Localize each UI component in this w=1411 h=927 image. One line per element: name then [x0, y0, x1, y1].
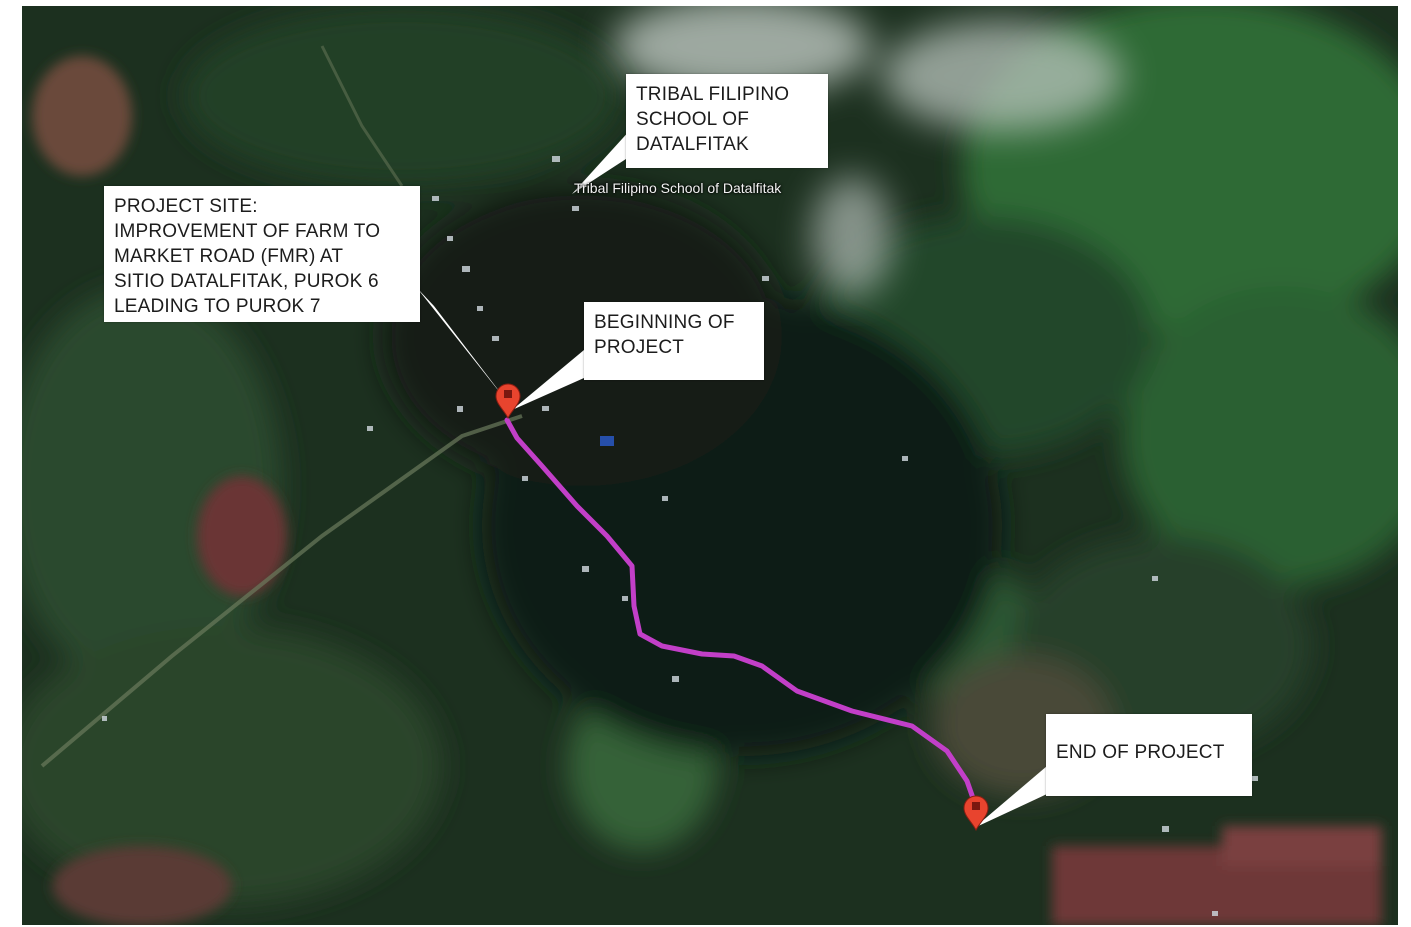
callout-line: MARKET ROAD (FMR) AT [114, 246, 344, 267]
callout-line: IMPROVEMENT OF FARM TO [114, 221, 381, 242]
callout-line: SCHOOL OF [636, 109, 749, 130]
clouds [612, 6, 1122, 296]
callout-line: BEGINNING OF [594, 312, 735, 333]
callout-line: END OF PROJECT [1056, 742, 1225, 763]
school-poi-label[interactable]: Tribal Filipino School of Datalfitak [574, 180, 782, 196]
callout-line: TRIBAL FILIPINO [636, 84, 790, 105]
callout-line: SITIO DATALFITAK, PUROK 6 [114, 271, 379, 292]
callout-line: DATALFITAK [636, 134, 749, 155]
beginning-of-project-callout: BEGINNING OF PROJECT [584, 302, 764, 380]
school-callout: TRIBAL FILIPINO SCHOOL OF DATALFITAK [626, 74, 828, 168]
callout-line: LEADING TO PUROK 7 [114, 296, 321, 317]
end-of-project-callout: END OF PROJECT [1046, 714, 1252, 796]
start-marker-pin-icon[interactable] [495, 383, 521, 420]
building-roofs [102, 156, 1258, 916]
callout-line: PROJECT SITE: [114, 196, 258, 217]
project-site-callout: PROJECT SITE: IMPROVEMENT OF FARM TO MAR… [104, 186, 420, 322]
callout-line: PROJECT [594, 337, 685, 358]
end-marker-pin-icon[interactable] [963, 795, 989, 832]
satellite-map[interactable]: Tribal Filipino School of Datalfitak TRI… [22, 6, 1398, 925]
project-route-line [504, 417, 977, 804]
